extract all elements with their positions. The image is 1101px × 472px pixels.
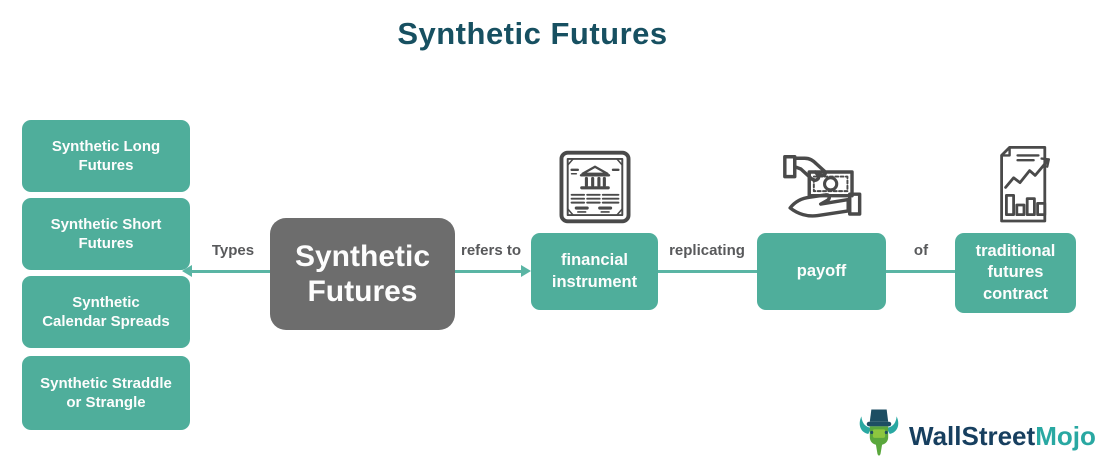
- chart-document-icon: [984, 141, 1064, 229]
- replicating-connector-line: [658, 270, 757, 273]
- of-connector-label: of: [913, 242, 929, 259]
- left-arrowhead-icon: [182, 265, 192, 277]
- type-box-label: Synthetic Straddle or Strangle: [40, 374, 172, 412]
- refers-to-connector-line: [455, 270, 522, 273]
- central-concept-label: Synthetic Futures: [294, 239, 431, 308]
- type-box-label: Synthetic Long Futures: [51, 137, 161, 175]
- flow-box-traditional-futures-contract: traditional futures contract: [955, 233, 1076, 313]
- hand-giving-money-icon: [781, 141, 865, 229]
- flow-box-financial-instrument: financial instrument: [531, 233, 658, 310]
- wallstreetmojo-logo: WallStreetMojo: [856, 404, 1096, 469]
- central-concept-box: Synthetic Futures: [270, 218, 455, 330]
- type-box-label: Synthetic Calendar Spreads: [42, 293, 170, 331]
- flow-box-label: payoff: [796, 261, 847, 280]
- page-title: Synthetic Futures: [397, 16, 668, 51]
- certificate-bank-icon: [556, 147, 634, 227]
- logo-text-primary: WallStreet: [909, 421, 1036, 451]
- type-box-synthetic-short-futures: Synthetic Short Futures: [22, 198, 190, 270]
- type-box-synthetic-straddle-or-strangle: Synthetic Straddle or Strangle: [22, 356, 190, 430]
- flow-box-payoff: payoff: [757, 233, 886, 310]
- type-box-label: Synthetic Short Futures: [50, 215, 162, 253]
- logo-text-secondary: Mojo: [1035, 421, 1096, 451]
- replicating-connector-label: replicating: [669, 242, 745, 259]
- refers-to-connector-label: refers to: [460, 242, 522, 259]
- right-arrowhead-icon: [521, 265, 531, 277]
- flow-box-label: financial instrument: [551, 251, 638, 291]
- types-connector-line: [191, 270, 270, 273]
- flow-box-label: traditional futures contract: [975, 241, 1056, 303]
- of-connector-line: [886, 270, 955, 273]
- bull-mascot-icon: [856, 404, 902, 469]
- types-connector-label: Types: [211, 242, 255, 259]
- type-box-synthetic-calendar-spreads: Synthetic Calendar Spreads: [22, 276, 190, 348]
- type-box-synthetic-long-futures: Synthetic Long Futures: [22, 120, 190, 192]
- logo-wordmark: WallStreetMojo: [909, 421, 1096, 452]
